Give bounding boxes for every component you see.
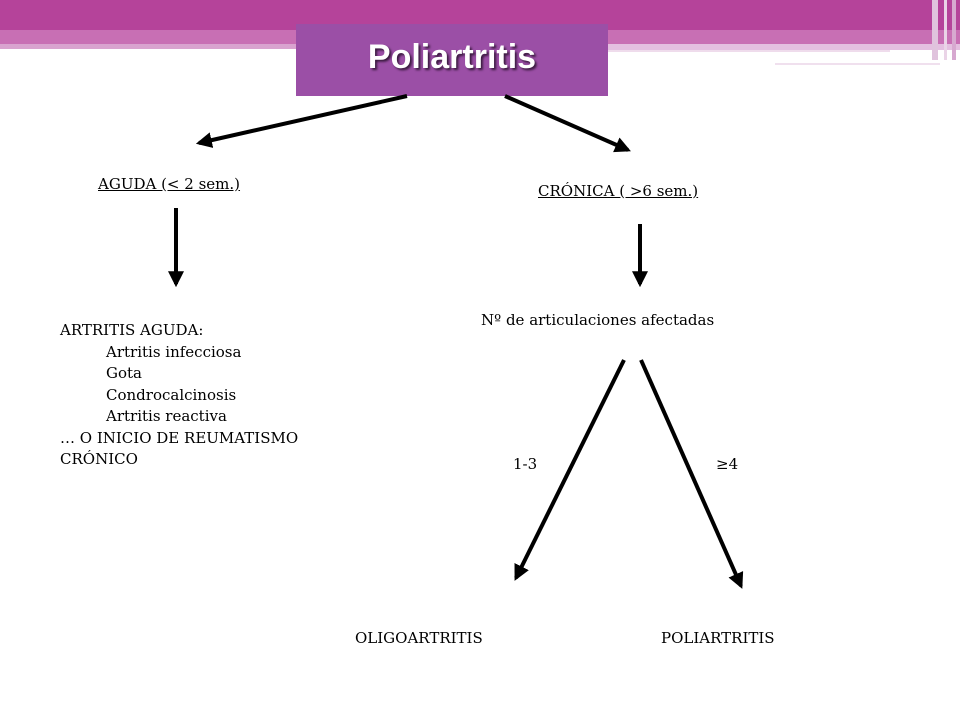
branch-label-low: 1-3	[513, 455, 538, 473]
header-band-accent-right	[600, 44, 960, 50]
joints-count-label: Nº de articulaciones afectadas	[481, 311, 715, 329]
acute-label: AGUDA (< 2 sem.)	[98, 175, 241, 193]
corner-stripe	[932, 0, 938, 60]
branch-label-high: ≥4	[716, 455, 739, 473]
arrow-to-chronic	[504, 94, 631, 153]
acute-cause-item: Condrocalcinosis	[106, 385, 237, 404]
chronic-label: CRÓNICA ( >6 sem.)	[538, 182, 699, 200]
arrow-to-acute	[195, 94, 408, 148]
result-polyarthritis: POLIARTRITIS	[661, 629, 775, 647]
title-box: Poliartritis	[296, 24, 608, 96]
page-title: Poliartritis	[367, 37, 537, 76]
corner-stripe	[952, 0, 956, 60]
arrow-to-oligoarthritis	[514, 359, 626, 581]
result-oligoarthritis: OLIGOARTRITIS	[355, 629, 483, 647]
acute-list-heading: ARTRITIS AGUDA:	[60, 321, 204, 339]
acute-cause-item: Artritis reactiva	[106, 407, 227, 425]
acute-cause-item: Gota	[106, 364, 142, 382]
header-thin-line	[600, 50, 890, 52]
acute-cause-item: Artritis infecciosa	[106, 342, 242, 361]
acute-arthritis-list: ARTRITIS AGUDA: Artritis infecciosa Gota…	[60, 320, 298, 471]
acute-note-line: … O INICIO DE REUMATISMO	[60, 428, 299, 447]
header-thin-line-lower	[775, 63, 940, 65]
corner-stripe	[944, 0, 947, 60]
arrow-to-polyarthritis	[639, 359, 744, 589]
acute-note-line: CRÓNICO	[60, 450, 138, 468]
header-band-accent-left	[0, 44, 300, 49]
